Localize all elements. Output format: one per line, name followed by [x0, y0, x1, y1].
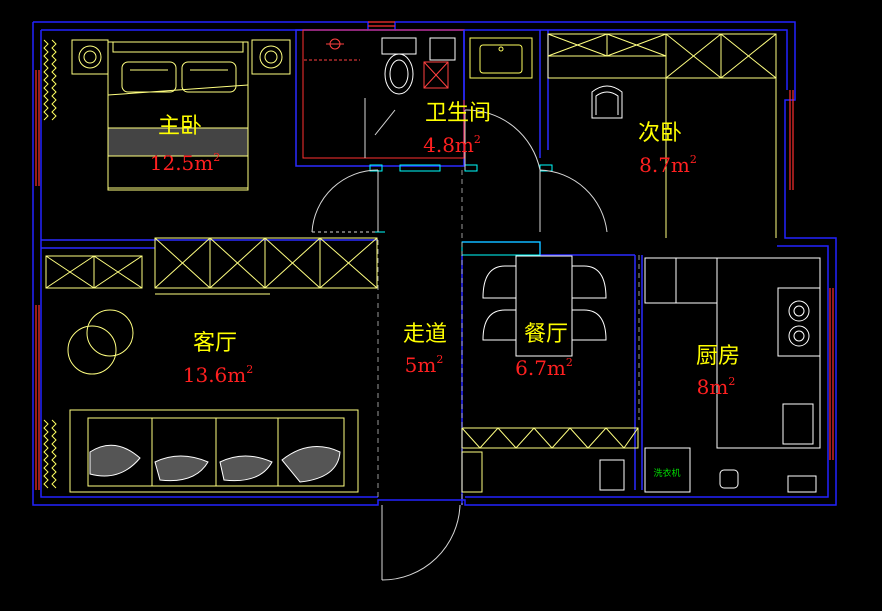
curtains — [43, 39, 57, 489]
nightstands — [71, 39, 291, 75]
dining-room-area: 6.7m2 — [515, 356, 573, 380]
living-room-area: 13.6m2 — [183, 363, 254, 387]
master-bed — [107, 41, 249, 191]
interior-walls — [41, 29, 643, 505]
bathroom-name: 卫生间 — [425, 101, 491, 126]
kitchen-counters — [644, 257, 821, 493]
dining-room-name: 餐厅 — [524, 322, 568, 347]
washing-machine — [644, 447, 691, 493]
master-bedroom-area: 12.5m2 — [150, 151, 221, 175]
dining-table — [482, 255, 607, 357]
master-bedroom-name: 主卧 — [158, 114, 202, 139]
dining-cabinet — [461, 427, 639, 493]
doors — [311, 98, 608, 581]
corridor-name: 走道 — [403, 322, 447, 347]
bathroom-sink — [469, 37, 533, 79]
wardrobe-second-bedroom — [547, 33, 777, 238]
windows — [35, 21, 834, 490]
door-frames — [369, 164, 553, 256]
living-room-name: 客厅 — [193, 331, 237, 356]
bathroom-area: 4.8m2 — [423, 133, 481, 157]
living-plants — [67, 309, 134, 375]
kitchen-name: 厨房 — [696, 344, 740, 369]
washer-label: 洗衣机 — [653, 467, 680, 479]
tv-cabinet — [45, 237, 378, 295]
sofa — [69, 409, 359, 493]
bathroom-fixtures — [304, 37, 456, 95]
outer-walls — [32, 21, 837, 506]
second-bedroom-chair — [591, 85, 623, 119]
fridge — [599, 459, 625, 491]
corridor-area: 5m2 — [405, 353, 444, 377]
dashed-separators — [377, 170, 640, 505]
second-bedroom-area: 8.7m2 — [639, 153, 697, 177]
second-bedroom-name: 次卧 — [638, 121, 682, 146]
kitchen-area: 8m2 — [697, 375, 736, 399]
